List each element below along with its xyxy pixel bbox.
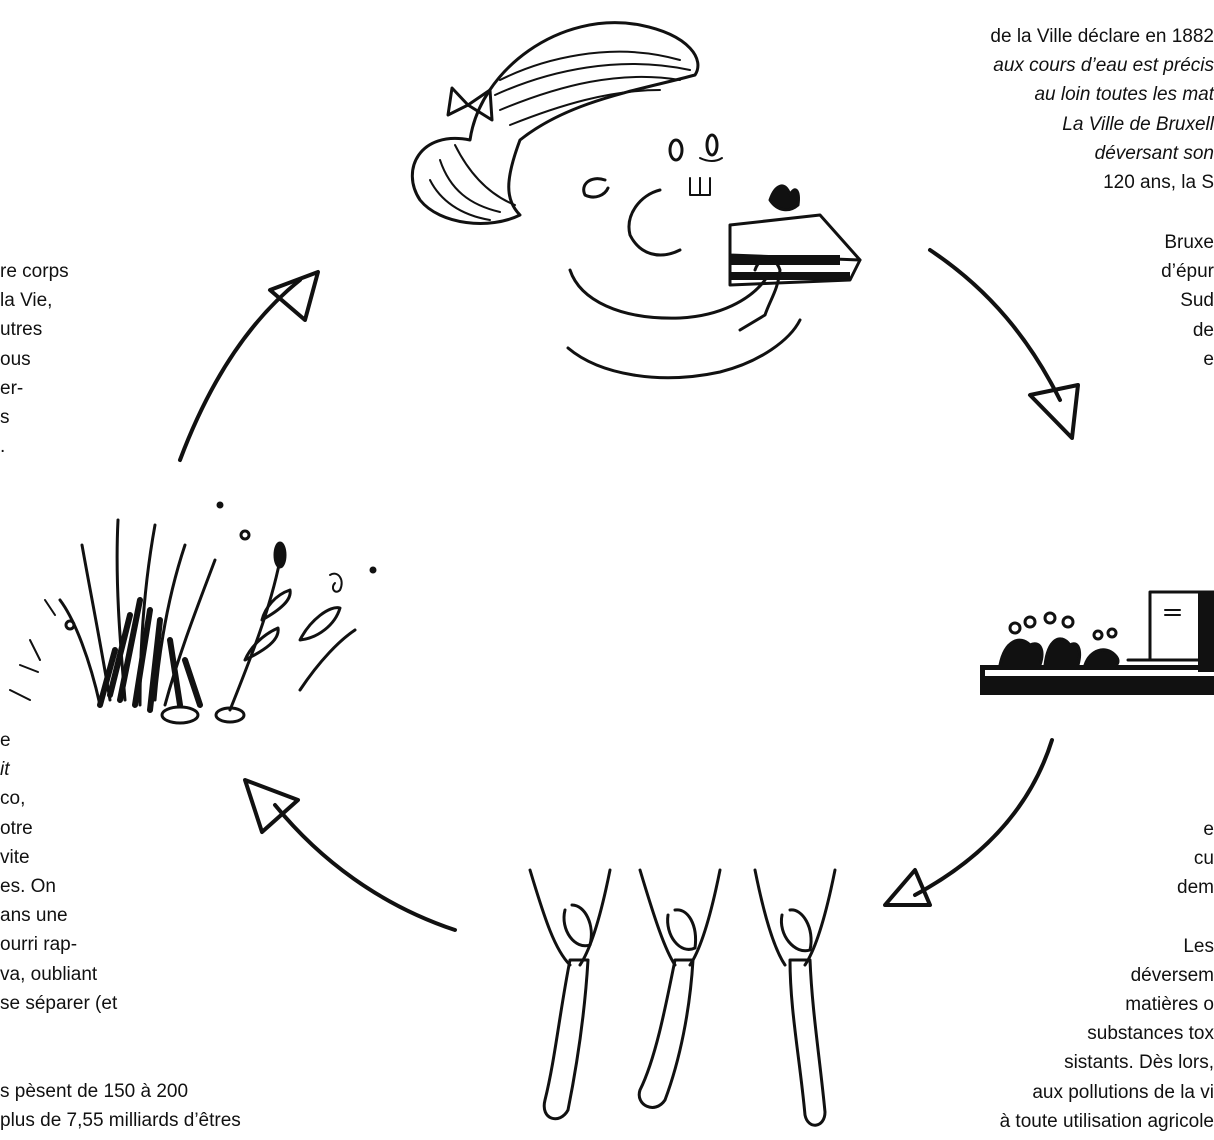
worms [530,870,835,1125]
arrow-bottom-right [885,740,1052,905]
arrow-top-left [180,272,318,460]
plant-bush [10,503,375,723]
arrow-bottom-left [245,780,455,930]
girl-eating-cake [412,23,860,378]
arrow-top-right [930,250,1078,438]
flower-shelf [980,592,1214,695]
